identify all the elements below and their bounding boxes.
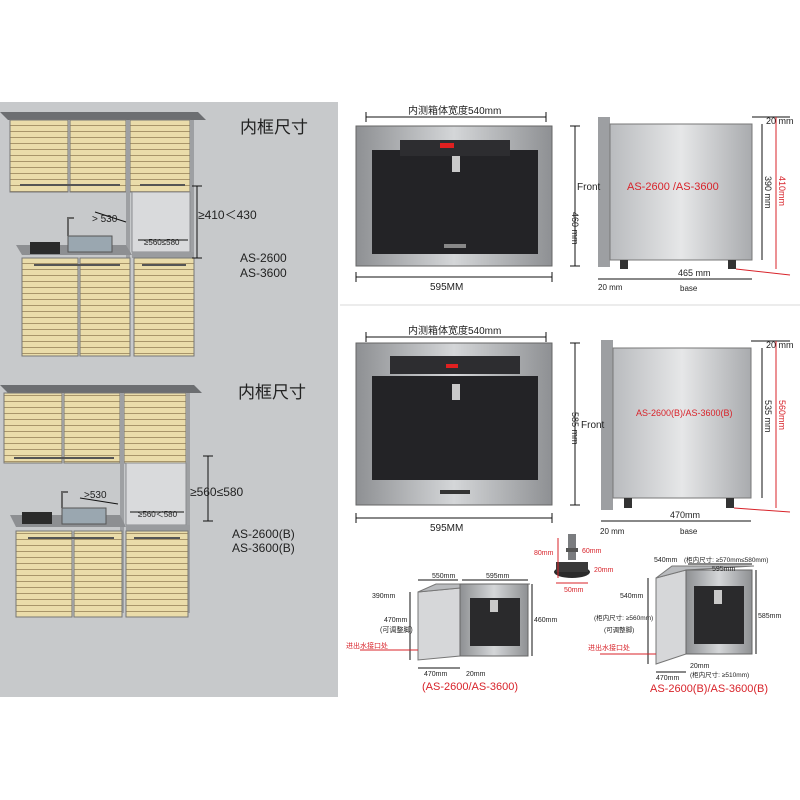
bottom-model-1: AS-2600(B) xyxy=(232,527,295,541)
iso1-w2: 595mm xyxy=(486,573,510,580)
front1-top-label: 内测箱体宽度540mm xyxy=(408,104,501,117)
iso-view-1 xyxy=(360,579,533,669)
side1-top: 20 mm xyxy=(766,116,794,126)
side1-left-gap: 20 mm xyxy=(598,283,623,292)
iso2-inner: (柜内尺寸: ≥560mm) xyxy=(594,613,653,622)
dim-bottom-width: ≥560＜580 xyxy=(138,510,178,519)
dim-bottom-depth: >530 xyxy=(84,490,107,501)
foot-width: 50mm xyxy=(564,587,584,594)
iso2-right: 585mm xyxy=(758,613,782,620)
side2-top: 20 mm xyxy=(766,340,794,350)
dim-bottom-height: ≥560≤580 xyxy=(190,485,244,499)
side1-base: base xyxy=(680,284,698,293)
front2-width: 595MM xyxy=(430,523,463,534)
front2-top-label: 内测箱体宽度540mm xyxy=(408,324,501,337)
iso1-h-mid: 470mm xyxy=(384,617,408,624)
side2-height-red: 560mm xyxy=(777,400,787,430)
iso1-w1: 550mm xyxy=(432,573,456,580)
foot-height: 80mm xyxy=(534,550,554,557)
front2-height: 585 mm xyxy=(570,412,580,445)
foot-detail xyxy=(554,534,590,584)
iso1-h-top: 390mm xyxy=(372,593,396,600)
iso2-top-a: 540mm xyxy=(654,557,678,564)
side2-model: AS-2600(B)/AS-3600(B) xyxy=(636,408,733,418)
side1-front: Front xyxy=(577,182,601,193)
front-view-2 xyxy=(355,332,580,523)
kitchen-bottom xyxy=(0,385,213,618)
side2-height-black: 535 mm xyxy=(763,400,773,433)
side-view-2 xyxy=(601,340,791,522)
iso2-caption: AS-2600(B)/AS-3600(B) xyxy=(650,683,768,695)
side1-height-red: 410mm xyxy=(777,176,787,206)
iso2-top-c: 595mm xyxy=(712,566,736,573)
top-model-1: AS-2600 xyxy=(240,251,287,265)
front1-height: 460 mm xyxy=(570,212,580,245)
side2-base-width: 470mm xyxy=(670,510,700,520)
top-model-2: AS-3600 xyxy=(240,266,287,280)
title-bottom: 内框尺寸 xyxy=(238,383,306,402)
bottom-model-2: AS-3600(B) xyxy=(232,541,295,555)
iso1-outlet: 进出水接口处 xyxy=(346,641,388,650)
front-view-1 xyxy=(355,112,580,282)
iso2-left-top: 540mm xyxy=(620,593,644,600)
iso1-adjust: (可调整脚) xyxy=(380,625,413,634)
dim-top-width: ≥560≤580 xyxy=(144,238,180,247)
foot-side: 20mm xyxy=(594,567,614,574)
foot-stem: 60mm xyxy=(582,548,602,555)
side2-front: Front xyxy=(581,420,605,431)
iso2-bottom-a: 20mm xyxy=(690,663,710,670)
iso1-bottom-b: 20mm xyxy=(466,671,486,678)
iso2-adjust: (可调整脚) xyxy=(604,625,634,634)
iso1-h-right: 460mm xyxy=(534,617,558,624)
side2-base: base xyxy=(680,527,698,536)
side1-base-width: 465 mm xyxy=(678,268,711,278)
side1-model: AS-2600 /AS-3600 xyxy=(627,181,719,193)
kitchen-top xyxy=(0,112,206,357)
title-top: 内框尺寸 xyxy=(240,118,308,137)
iso1-bottom-a: 470mm xyxy=(424,671,448,678)
dim-top-depth: > 530 xyxy=(92,214,118,225)
iso2-top-b: (柜内尺寸: ≥570mm≤580mm) xyxy=(684,555,768,564)
side2-left-gap: 20 mm xyxy=(600,527,625,536)
iso1-caption: (AS-2600/AS-3600) xyxy=(422,681,518,693)
iso-view-2 xyxy=(600,563,757,673)
side1-height-black: 390 mm xyxy=(763,176,773,209)
dim-top-height: ≥410＜430 xyxy=(198,208,257,222)
front1-width: 595MM xyxy=(430,282,463,293)
iso2-bottom-c: 470mm xyxy=(656,675,680,682)
side-view-1 xyxy=(598,116,791,280)
iso2-outlet: 进出水接口处 xyxy=(588,643,630,652)
iso2-bottom-b: (柜内尺寸: ≥510mm) xyxy=(690,670,749,679)
